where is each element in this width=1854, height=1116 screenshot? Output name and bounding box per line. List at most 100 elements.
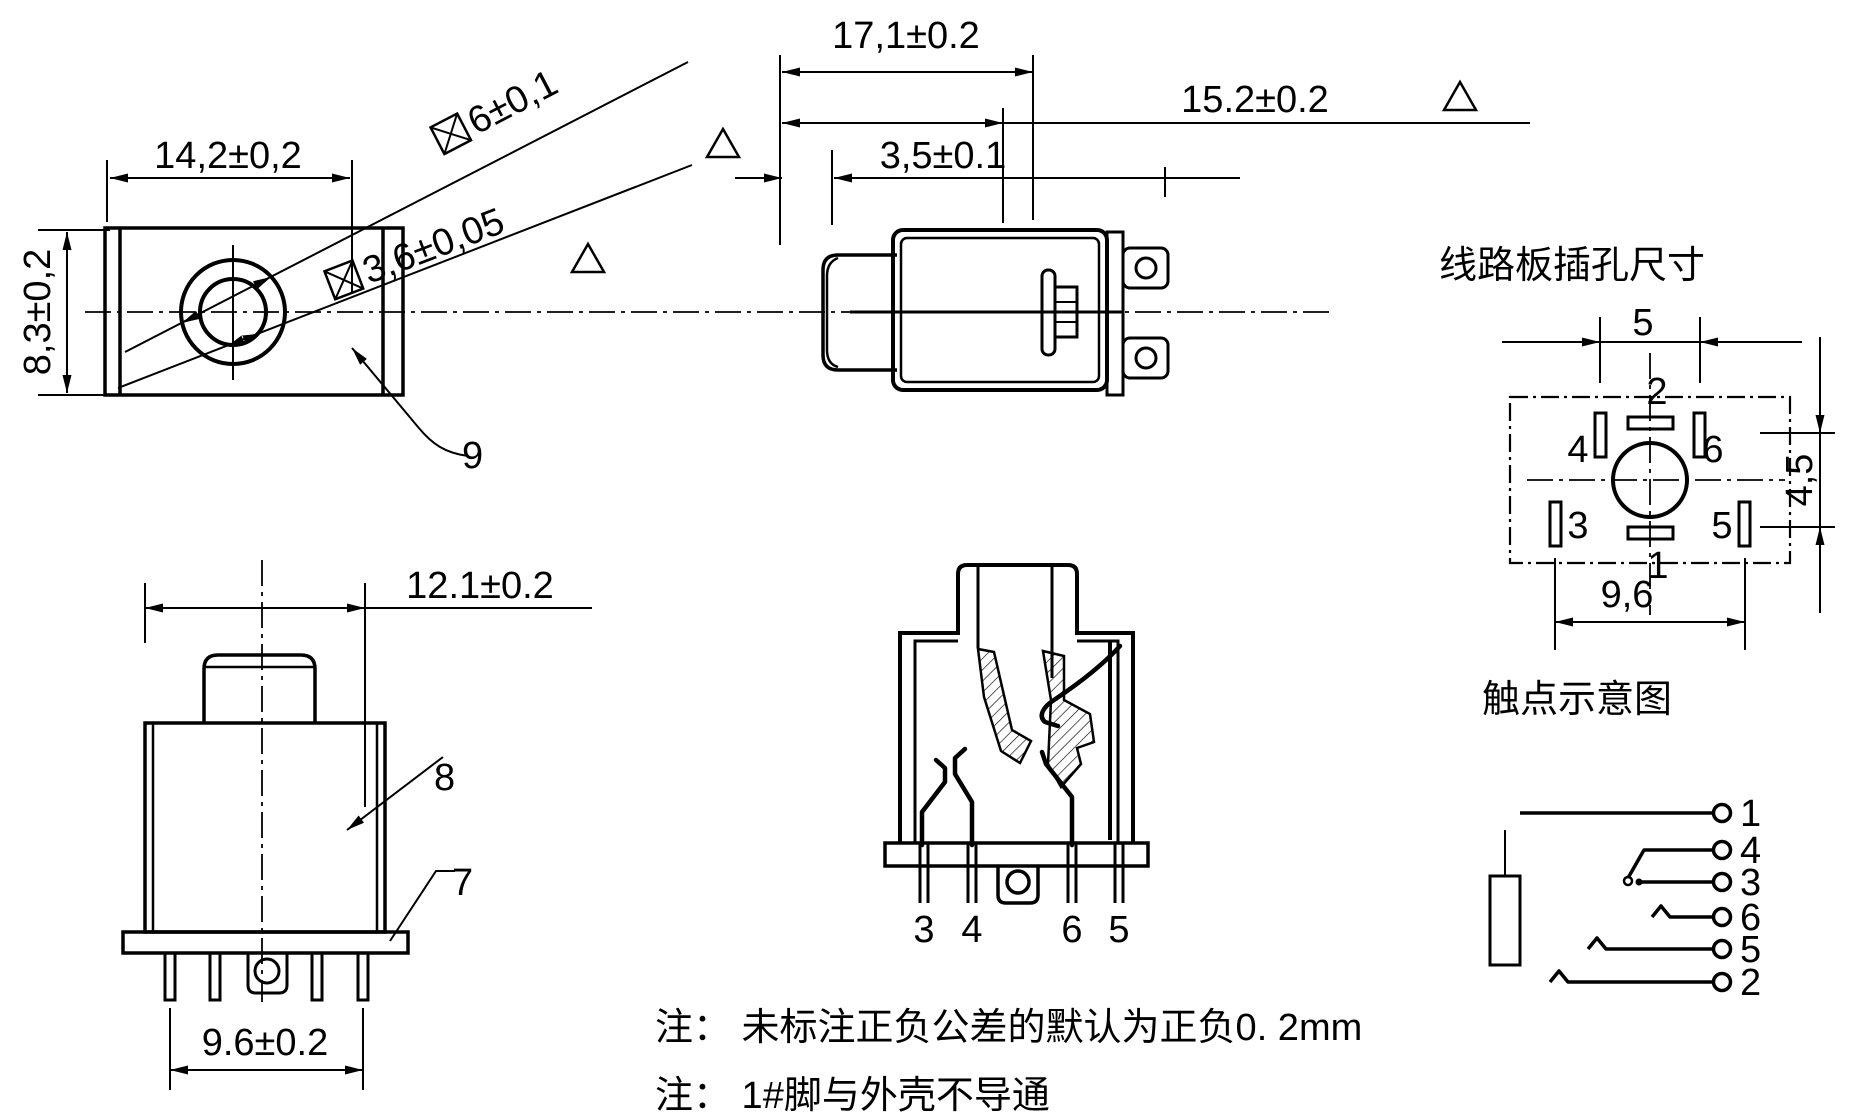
bottom-width-dim: 12.1±0.2 [406,565,554,607]
pin [356,951,370,1002]
switch-contact-dot [1635,878,1643,886]
pcb-slot-5 [1737,500,1752,548]
pcb-hole-view: 线路板插孔尺寸 5 4,5 9,6 2 4 6 3 5 1 [1439,245,1835,650]
pcb-pin-label-2: 2 [1646,371,1667,413]
section-hatch-right [1041,649,1096,790]
schematic-pin-label-5: 5 [1740,929,1761,971]
front-height-dim: 8,3±0,2 [17,249,59,376]
schematic-wire-2 [1548,969,1713,984]
schematic-pin-label-1: 1 [1740,793,1761,835]
front-width-dim: 14,2±0,2 [154,135,302,177]
pcb-extension-lines [1502,317,1835,650]
terminal-lug-bottom [1121,336,1170,380]
pcb-dim-5: 5 [1632,302,1653,344]
terminal-circle-6 [1711,906,1733,928]
diameter-symbol-icon [322,258,365,301]
diameter-symbol-icon [428,111,473,156]
inner-diameter-label: 3,6±0,05 [322,200,510,301]
section-center-tab [996,866,1040,905]
terminal-lug-top [1121,246,1170,290]
pin [310,951,324,1002]
side-view-dimension-lines [735,71,1530,179]
pcb-dim-96: 9,6 [1601,574,1654,616]
pcb-slot-4 [1593,411,1608,459]
section-pin-label-5: 5 [1108,909,1129,951]
datum-triangle-icon [569,79,1479,274]
pcb-pin-label-6: 6 [1702,429,1723,471]
note-tolerance: 注： 未标注正负公差的默认为正负0. 2mm [655,1007,1362,1049]
notes-block: 注： 未标注正负公差的默认为正负0. 2mm 注： 1#脚与外壳不导通 [655,1007,1362,1116]
pcb-pin-label-1: 1 [1647,545,1668,587]
section-pin-label-4: 4 [961,909,982,951]
front-view-dimension-lines [66,177,350,393]
terminal-circle-4 [1711,839,1733,861]
outer-diameter-label: 6±0,1 [428,62,565,156]
side-view: 17,1±0.2 15.2±0.2 3,5±0.1 [735,15,1530,397]
diameter-leader-lines [117,61,693,389]
contact-spring-3 [919,757,948,848]
terminal-hole-bottom [1134,346,1158,370]
switch-pivot-dot [1622,875,1634,887]
side-body-dim: 15.2±0.2 [1181,79,1329,121]
pin [208,951,222,1002]
section-flange [883,841,1150,868]
pcb-slot-1 [1626,525,1675,541]
ref-label-8: 8 [434,757,455,799]
note-shell: 注： 1#脚与外壳不导通 [655,1075,1050,1116]
center-tab [246,953,289,995]
section-hatch-left [976,647,1033,765]
terminal-hole-top [1134,256,1158,280]
side-total-dim: 17,1±0.2 [832,15,980,57]
mounting-flange [121,930,410,955]
bottom-view-dimension-lines [145,607,592,1071]
schematic-wire-5 [1586,936,1713,951]
side-bushing-dim: 3,5±0.1 [880,135,1007,177]
front-view-outline [103,226,405,397]
schematic-title: 触点示意图 [1482,679,1672,721]
section-view: 3 4 6 5 [883,563,1150,951]
contact-spring-6 [1039,749,1075,848]
terminal-circle-2 [1711,971,1733,993]
rear-plate [1105,230,1125,397]
pcb-dim-45: 4,5 [1779,454,1821,507]
interior-slot-lines [1055,301,1077,323]
bushing-inner-line [825,256,839,369]
ref-label-9: 9 [462,435,483,477]
bottom-bushing [202,653,317,723]
bottom-view: 12.1±0.2 9.6±0.2 8 7 [121,560,592,1090]
section-pins [918,843,1125,903]
pcb-pin-label-4: 4 [1567,429,1588,471]
schematic-wire-4 [1626,848,1713,879]
section-pin-label-3: 3 [913,909,934,951]
pcb-slot-6 [1692,411,1707,459]
outer-diameter-text: 6±0,1 [461,62,565,143]
inner-diameter-text: 3,6±0,05 [357,200,510,292]
section-inner-walls [913,565,1120,843]
pcb-slot-3 [1548,500,1563,548]
interior-slot-block [1053,285,1079,339]
pcb-pin-label-5: 5 [1711,505,1732,547]
section-outer-profile [898,563,1135,843]
schematic-wire-6 [1650,904,1713,919]
ref8-leader-line [346,756,444,831]
terminal-circle-3 [1711,871,1733,893]
schematic-pin-label-6: 6 [1740,897,1761,939]
pcb-view-title: 线路板插孔尺寸 [1439,245,1705,287]
pin [163,951,177,1002]
front-view-extension-lines [38,160,353,396]
schematic-pin-label-2: 2 [1740,962,1761,1004]
front-view: 14,2±0,2 8,3±0,2 6±0,1 3,6±0,05 9 [17,61,693,477]
ref-label-7: 7 [452,862,473,904]
bushing-outline [821,253,897,372]
pcb-center-hole [1611,441,1689,519]
pcb-pin-label-3: 3 [1567,505,1588,547]
terminal-circle-5 [1711,938,1733,960]
body-outline [891,228,1109,392]
contact-spring-4 [952,746,975,848]
ref9-leader-line [351,347,469,457]
contact-schematic: 触点示意图 1 4 3 6 5 2 [1482,679,1761,1004]
section-tab-hole [1005,869,1031,895]
contact-spring-tip [1039,643,1123,729]
